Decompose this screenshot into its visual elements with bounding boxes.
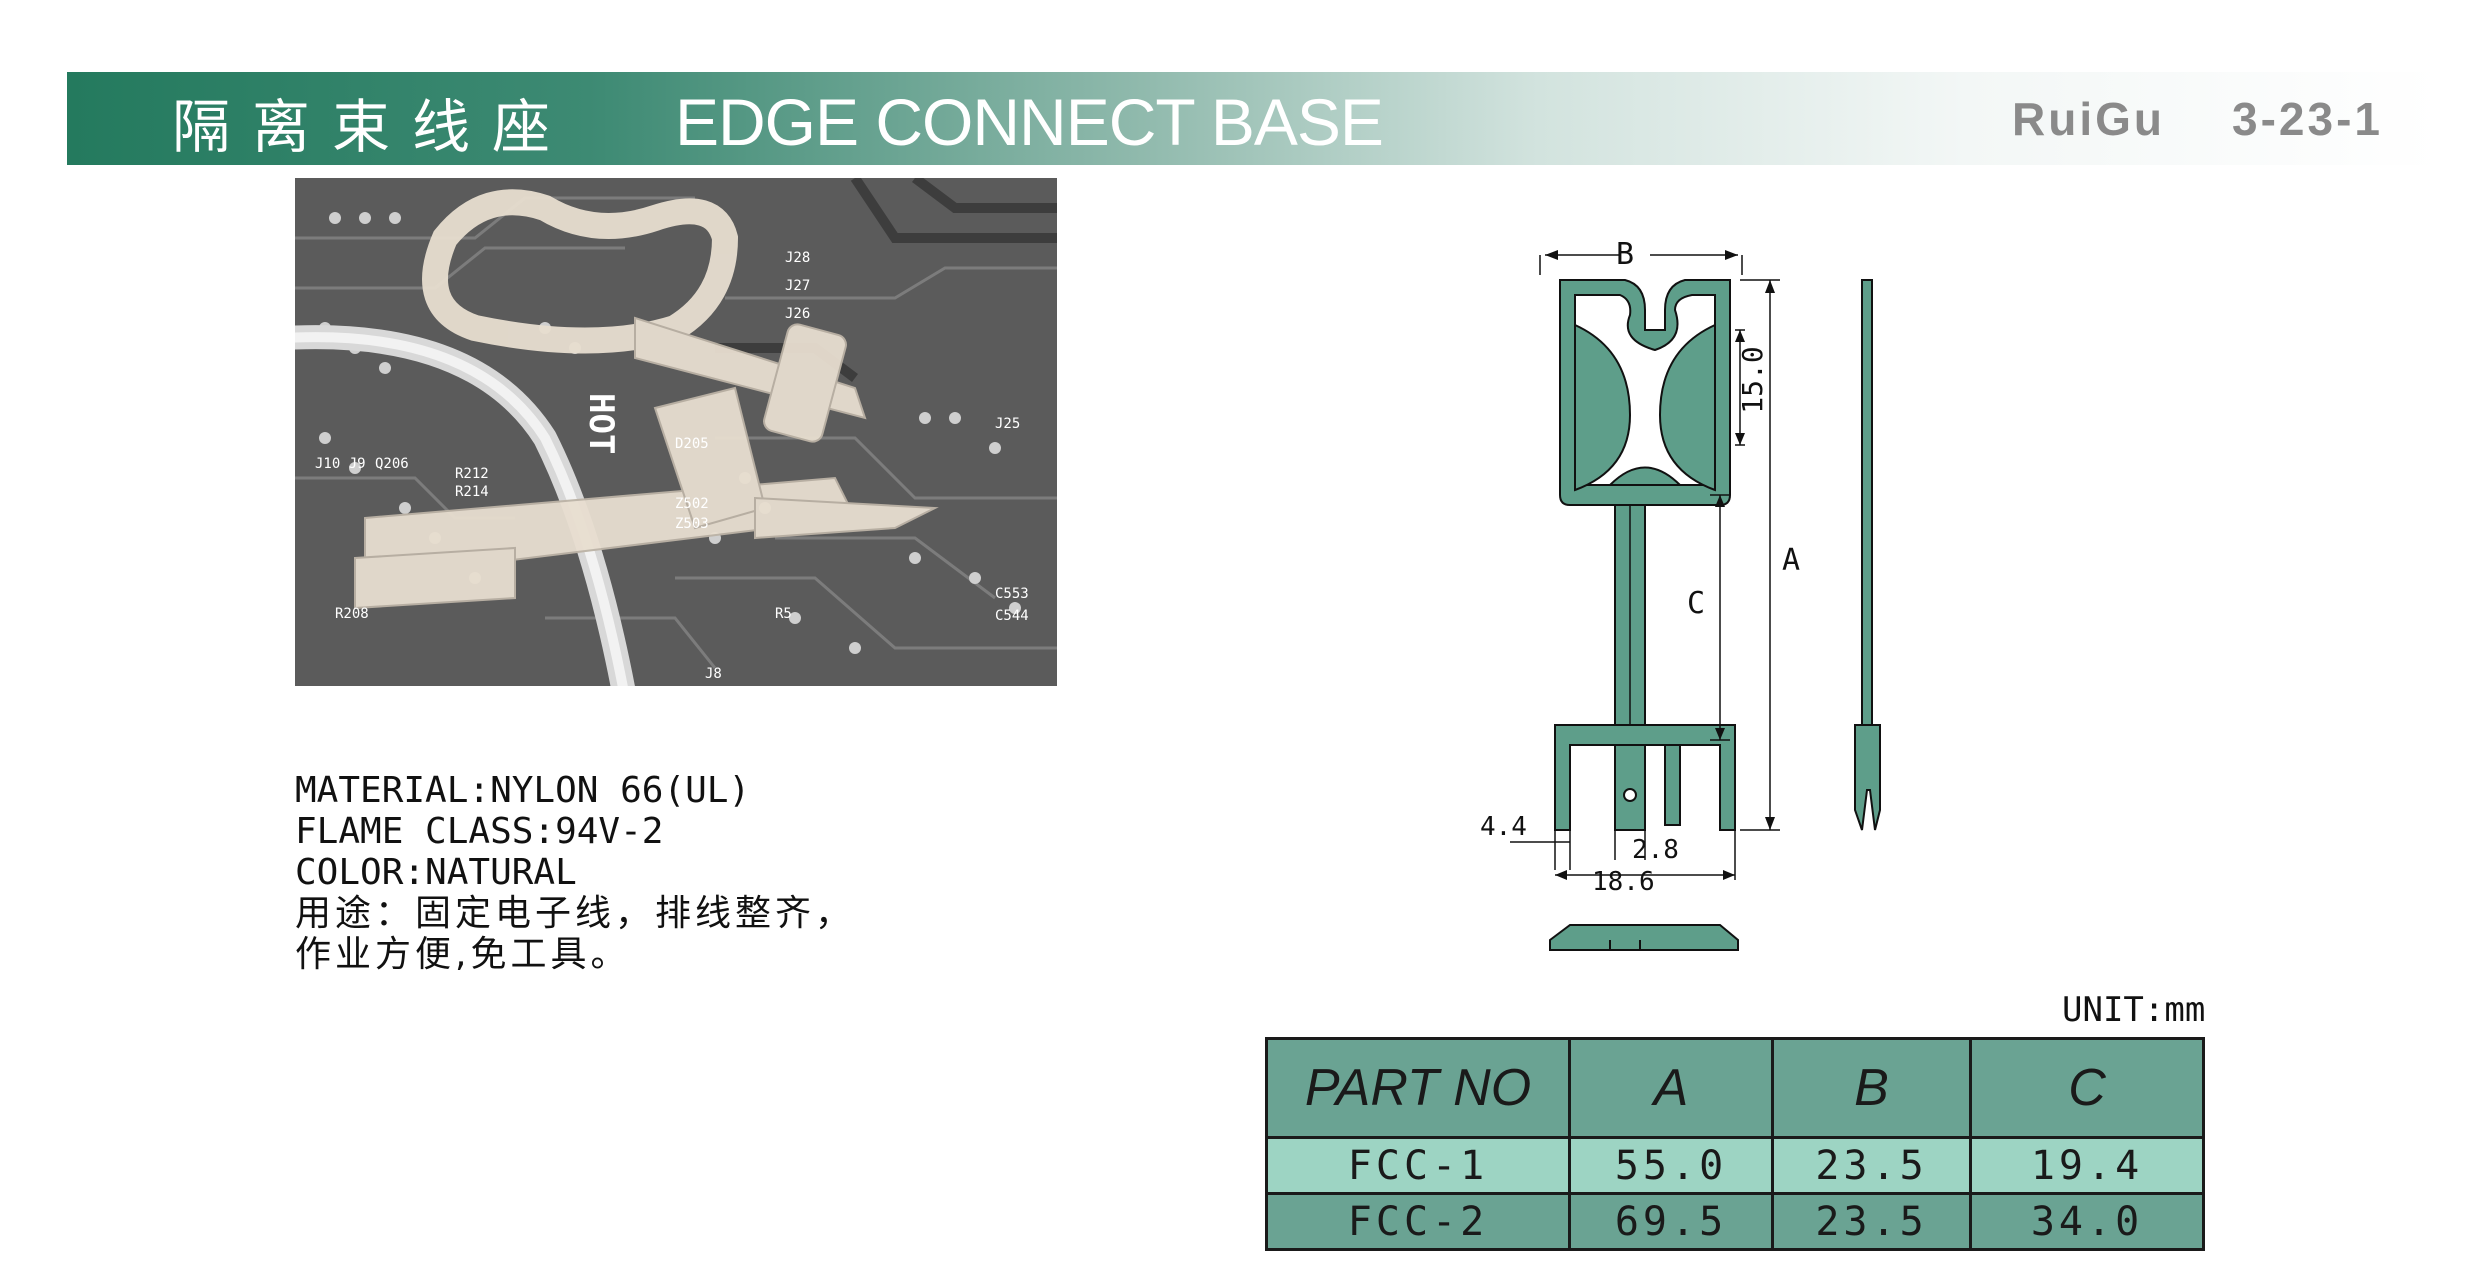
cell-b: 23.5 [1771,1192,1972,1251]
board-text: Q206 [375,456,409,472]
material-spec: MATERIAL:NYLON 66(UL) [295,770,751,811]
table-header-row: PART NO A B C [1265,1037,2205,1139]
unit-label: UNIT:mm [2062,990,2206,1030]
board-text: C544 [995,608,1029,624]
title-chinese: 隔离束线座 [172,93,573,161]
title-english: EDGE CONNECT BASE [675,85,1384,159]
part-fork [1554,724,1736,831]
board-text: D205 [675,436,709,452]
board-text: C553 [995,586,1029,602]
table-row: FCC-2 69.5 23.5 34.0 [1265,1192,2205,1251]
board-text: J8 [705,666,722,682]
part-bottom-view [1549,924,1739,951]
header-part-no: PART NO [1265,1037,1571,1139]
dim-label-a: A [1782,543,1800,578]
board-text: J28 [785,250,810,266]
table-row: FCC-1 55.0 23.5 19.4 [1265,1136,2205,1195]
product-photo: HOT J25 J26 J27 J28 D205 Z502 Z503 R208 … [295,178,1057,686]
header-a: A [1568,1037,1774,1139]
dim-label-2-8: 2.8 [1632,835,1679,865]
dim-label-4-4: 4.4 [1480,812,1527,842]
cell-b: 23.5 [1771,1136,1972,1195]
dim-label-18-6: 18.6 [1592,867,1655,897]
brand-name: RuiGu [2012,93,2165,145]
board-text: J27 [785,278,810,294]
dim-label-c: C [1687,586,1705,621]
header-bar: 隔离束线座 EDGE CONNECT BASE RuiGu 3-23-1 [67,72,2440,165]
board-text: J10 J9 [315,456,366,472]
board-text: J25 [995,416,1020,432]
cell-c: 34.0 [1969,1192,2205,1251]
specifications: MATERIAL:NYLON 66(UL) FLAME CLASS:94V-2 … [295,770,855,975]
board-text: R214 [455,484,489,500]
board-text-hot: HOT [581,393,621,454]
board-text: R212 [455,466,489,482]
cell-a: 55.0 [1568,1136,1774,1195]
part-side-view [1861,279,1873,751]
dim-label-b: B [1616,237,1634,272]
cell-part-no: FCC-1 [1265,1136,1571,1195]
page-code: 3-23-1 [2232,93,2383,145]
cell-part-no: FCC-2 [1265,1192,1571,1251]
flame-class-spec: FLAME CLASS:94V-2 [295,811,664,852]
usage-line-1: 用途：固定电子线，排线整齐， [295,893,856,934]
color-spec: COLOR:NATURAL [295,852,577,893]
dim-label-15: 15.0 [1736,346,1769,413]
header-b: B [1771,1037,1972,1139]
board-text: R208 [335,606,369,622]
cell-a: 69.5 [1568,1192,1774,1251]
board-text: Z502 [675,496,709,512]
board-text: R5 [775,606,792,622]
header-c: C [1969,1037,2205,1139]
dimension-table: PART NO A B C FCC-1 55.0 23.5 19.4 FCC-2… [1265,1037,2205,1251]
usage-line-2: 作业方便,免工具。 [295,934,631,975]
board-text: Z503 [675,516,709,532]
technical-drawing: B A C 15.0 4.4 2.8 18.6 [1480,237,1881,951]
cell-c: 19.4 [1969,1136,2205,1195]
board-text: J26 [785,306,810,322]
